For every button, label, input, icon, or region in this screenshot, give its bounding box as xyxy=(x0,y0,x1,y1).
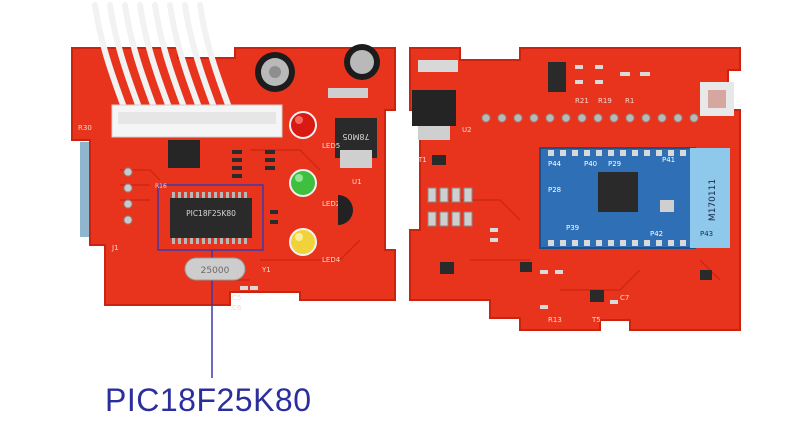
pad-p40: P40 xyxy=(584,160,597,168)
right-pcb: M170111 P44 P40 P29 P41 P28 P39 P42 P43 xyxy=(409,47,741,331)
left-pcb: 78M05 PIC18F25K80 xyxy=(71,2,396,378)
pad-p42: P42 xyxy=(650,230,663,238)
bluetooth-module: M170111 P44 P40 P29 P41 P28 P39 P42 P43 xyxy=(539,147,730,249)
label-t1: T1 xyxy=(417,156,427,164)
solder-row xyxy=(481,113,699,123)
crystal: 25000 xyxy=(184,257,246,281)
smd-ic-small xyxy=(168,140,200,168)
label-r1: R1 xyxy=(625,97,634,105)
label-c6: C6 xyxy=(232,304,242,312)
label-j1: J1 xyxy=(111,244,119,252)
label-c7: C7 xyxy=(620,294,629,302)
label-r30: R30 xyxy=(78,124,92,132)
capacitor-top xyxy=(344,44,380,80)
ribbon-cable xyxy=(92,2,233,113)
voltage-regulator: 78M05 xyxy=(328,88,377,168)
pad-p28: P28 xyxy=(548,186,561,194)
pic-chip: PIC18F25K80 xyxy=(170,192,252,244)
led-label-1: LED5 xyxy=(322,142,340,150)
regulator-marking: 78M05 xyxy=(342,132,369,141)
bt-chip xyxy=(598,172,638,212)
crystal-marking: 25000 xyxy=(201,266,230,276)
led-label-2: LED2 xyxy=(322,200,340,208)
label-r19: R19 xyxy=(598,97,612,105)
qfn-chip xyxy=(700,82,734,116)
label-c5: C5 xyxy=(232,294,241,302)
module-marking: M170111 xyxy=(708,179,718,221)
label-t5: T5 xyxy=(591,316,601,324)
transistor xyxy=(338,195,353,225)
pad-p41: P41 xyxy=(662,156,675,164)
pad-p39: P39 xyxy=(566,224,579,232)
chip-caption: PIC18F25K80 xyxy=(105,382,312,418)
chip-highlight-box xyxy=(157,184,264,251)
label-r13: R13 xyxy=(548,316,562,324)
capacitor-left xyxy=(255,52,295,92)
label-u2: U2 xyxy=(462,126,472,134)
ic-sot223 xyxy=(412,60,458,140)
label-r16: R16 xyxy=(155,183,167,190)
led-green xyxy=(289,169,317,197)
led-yellow xyxy=(289,228,317,256)
pad-p29: P29 xyxy=(608,160,621,168)
label-r21: R21 xyxy=(575,97,589,105)
pad-p44: P44 xyxy=(548,160,562,168)
pin-header xyxy=(123,167,133,225)
label-u1: U1 xyxy=(352,178,362,186)
pad-p43: P43 xyxy=(700,230,713,238)
led-label-3: LED4 xyxy=(322,256,341,264)
led-red xyxy=(289,111,317,139)
label-y1: Y1 xyxy=(261,266,271,274)
chip-marking: PIC18F25K80 xyxy=(186,209,236,218)
